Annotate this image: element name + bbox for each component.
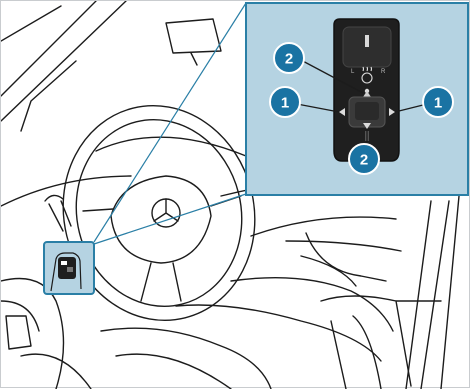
callout-2-top: 2: [274, 43, 304, 73]
svg-text:2: 2: [360, 152, 368, 169]
steering-wheel-hub: [111, 176, 211, 263]
rearview-mirror: [166, 19, 221, 53]
callout-1-left: 1: [270, 87, 300, 117]
inset-detail-panel: L R 2 1: [246, 3, 468, 195]
callout-1-right: 1: [423, 87, 453, 117]
svg-text:R: R: [381, 69, 386, 75]
switch-location-highlight: [44, 242, 94, 294]
svg-text:2: 2: [285, 51, 293, 68]
callout-2-bottom: 2: [349, 144, 379, 174]
svg-text:1: 1: [281, 95, 289, 112]
windshield-frame-line: [1, 6, 61, 41]
svg-text:1: 1: [434, 95, 442, 112]
a-pillar-line: [1, 1, 96, 96]
